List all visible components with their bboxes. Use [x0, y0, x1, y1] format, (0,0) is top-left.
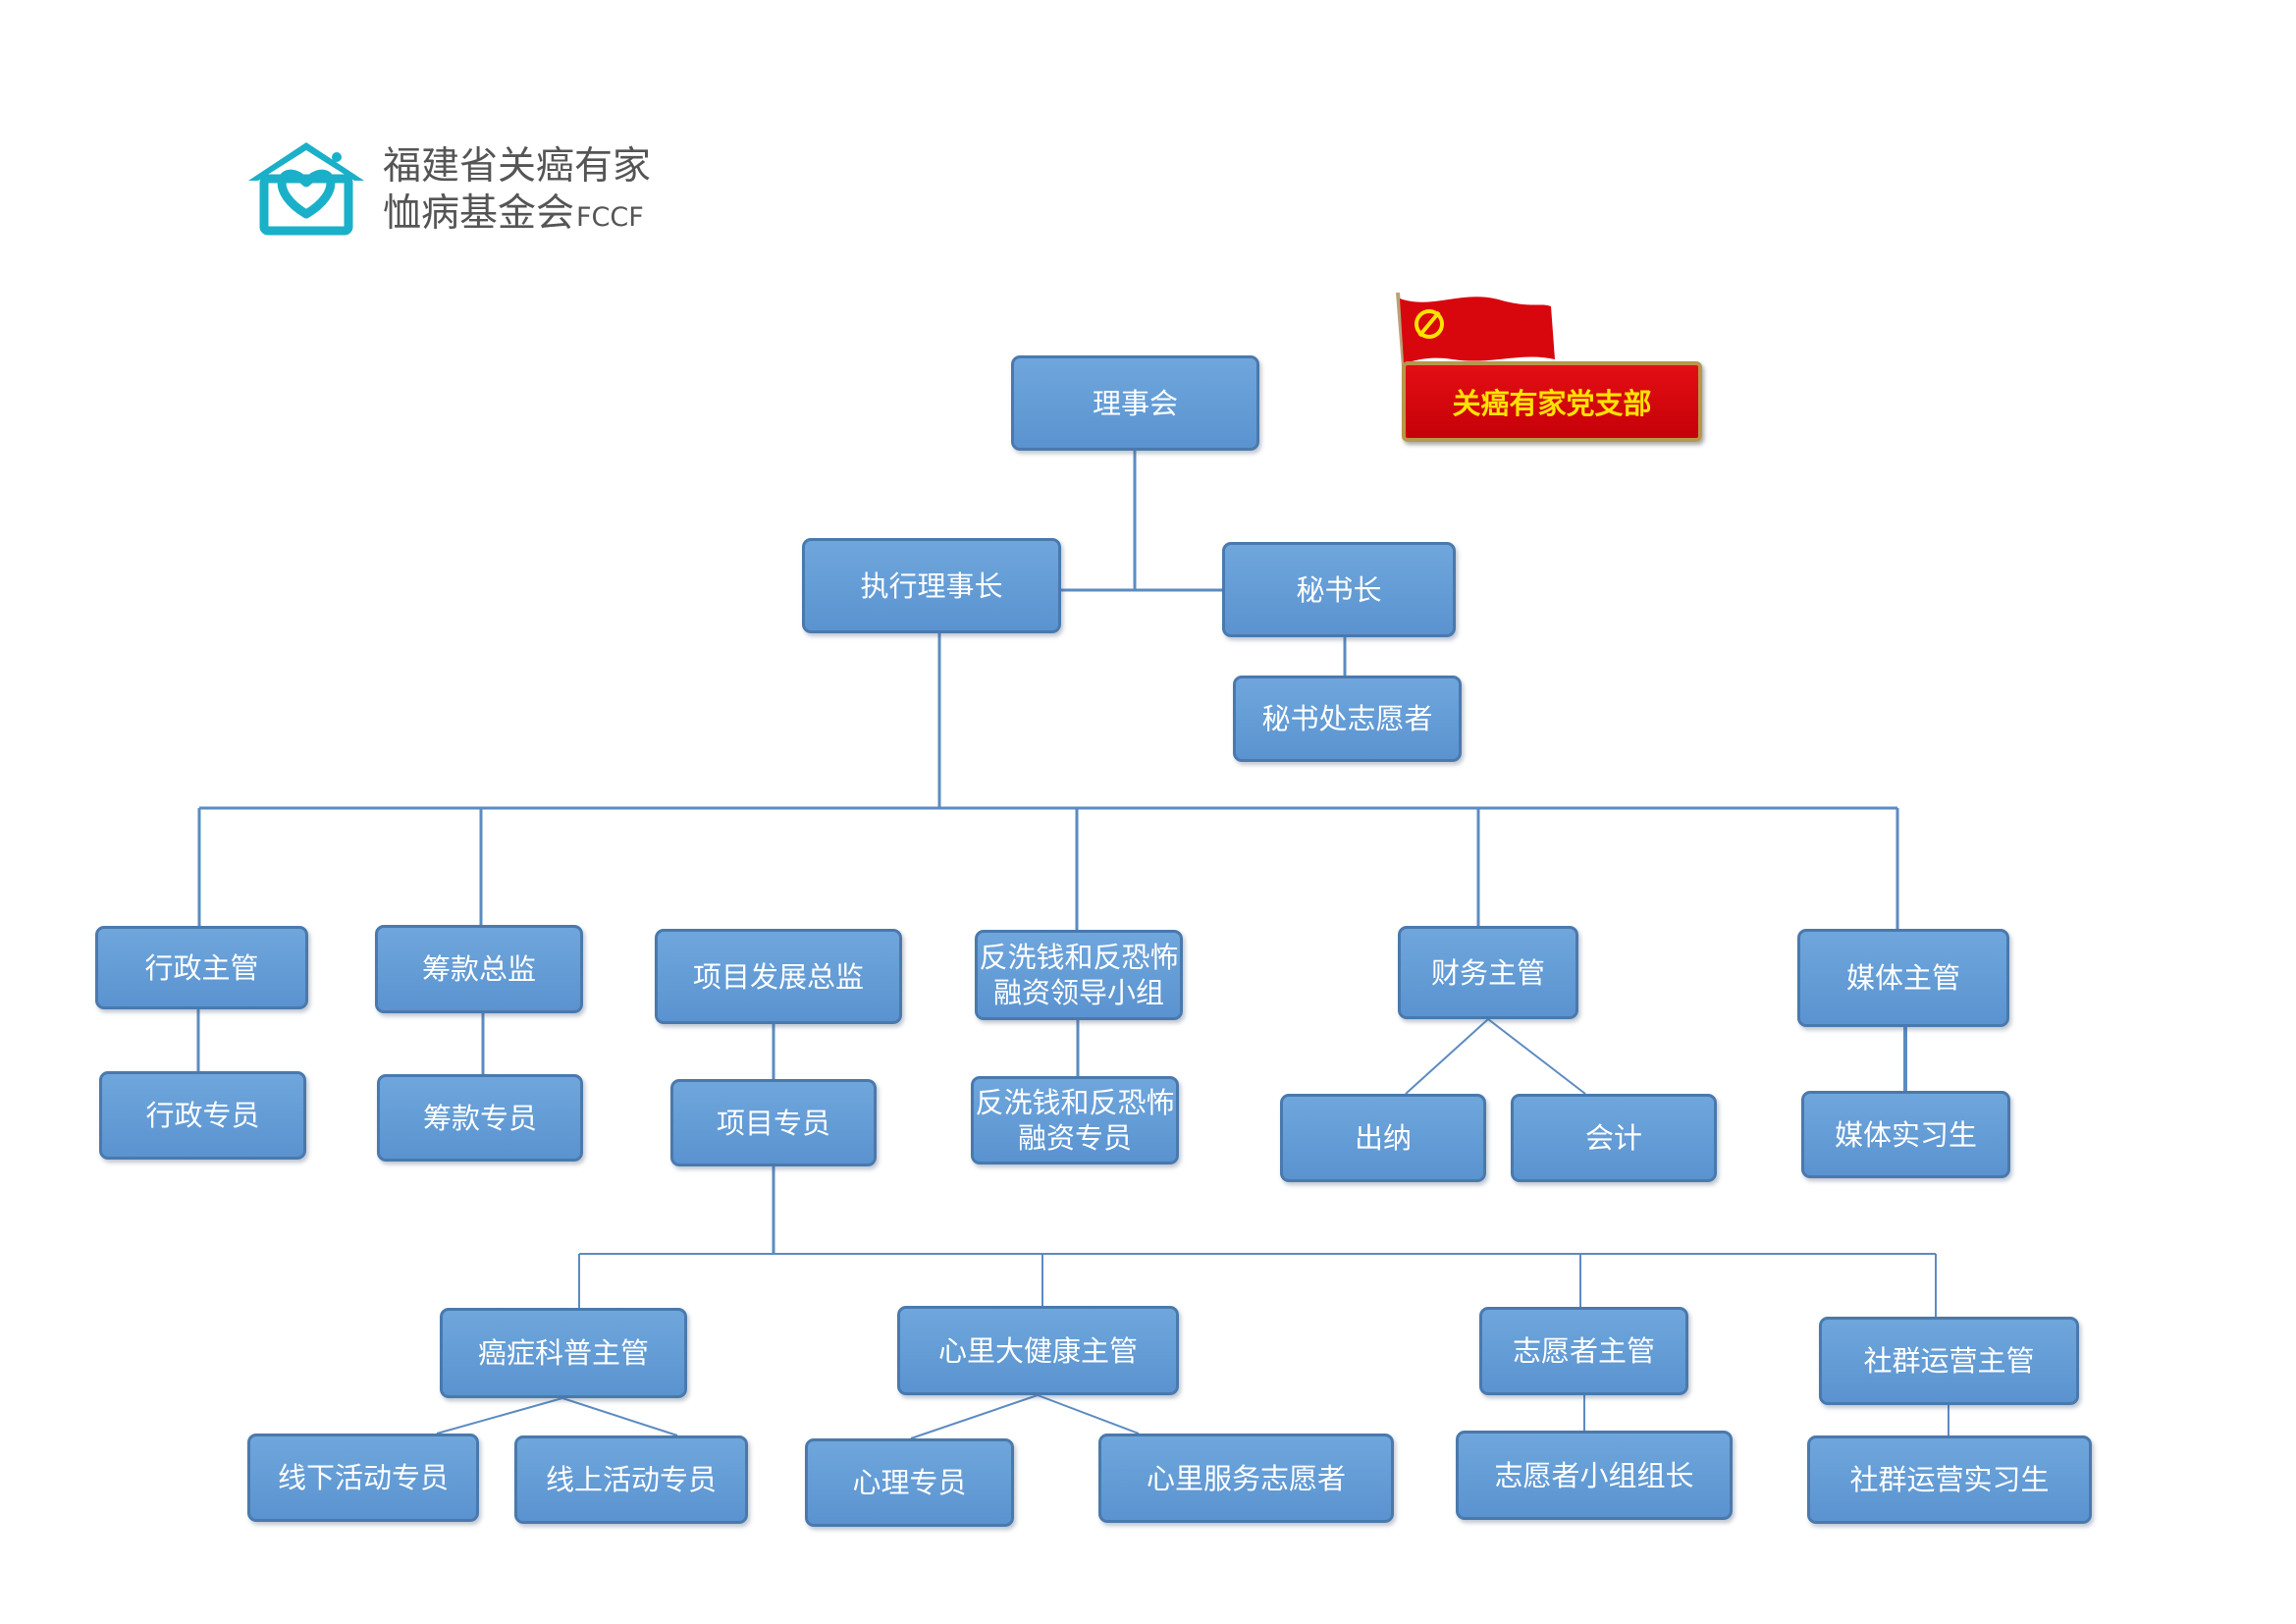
node-finance-manager[interactable]: 财务主管 — [1398, 926, 1578, 1019]
node-fundraising-specialist[interactable]: 筹款专员 — [377, 1074, 583, 1162]
node-offline-specialist[interactable]: 线下活动专员 — [247, 1434, 479, 1522]
house-heart-icon — [248, 142, 364, 236]
node-mental-service-volunteer[interactable]: 心里服务志愿者 — [1098, 1434, 1394, 1523]
node-fundraising-director[interactable]: 筹款总监 — [375, 925, 583, 1013]
logo-name-line2: 恤病基金会FCCF — [383, 190, 651, 242]
node-admin-specialist[interactable]: 行政专员 — [99, 1071, 306, 1160]
node-cashier[interactable]: 出纳 — [1280, 1094, 1486, 1182]
party-branch-label: 关癌有家党支部 — [1402, 361, 1702, 442]
node-secretariat-volunteer[interactable]: 秘书处志愿者 — [1233, 676, 1462, 762]
logo-text: 福建省关癌有家 恤病基金会FCCF — [383, 143, 651, 242]
logo-name-line2-text: 恤病基金会 — [383, 191, 575, 236]
logo-abbr: FCCF — [576, 202, 644, 233]
node-psychology-specialist[interactable]: 心理专员 — [805, 1438, 1014, 1527]
party-flag-icon — [1396, 292, 1555, 368]
connector-line — [1487, 1018, 1586, 1095]
node-volunteer-group-leader[interactable]: 志愿者小组组长 — [1456, 1431, 1733, 1520]
node-aml-group[interactable]: 反洗钱和反恐怖 融资领导小组 — [975, 930, 1183, 1020]
node-accountant[interactable]: 会计 — [1511, 1094, 1717, 1182]
node-secretary-general[interactable]: 秘书长 — [1222, 542, 1456, 637]
node-media-intern[interactable]: 媒体实习生 — [1801, 1091, 2010, 1178]
node-project-director[interactable]: 项目发展总监 — [655, 929, 902, 1024]
logo-name-line1: 福建省关癌有家 — [383, 144, 652, 189]
node-admin-manager[interactable]: 行政主管 — [95, 926, 308, 1009]
node-aml-specialist[interactable]: 反洗钱和反恐怖 融资专员 — [971, 1076, 1179, 1164]
node-volunteer-manager[interactable]: 志愿者主管 — [1479, 1307, 1688, 1395]
node-community-manager[interactable]: 社群运营主管 — [1819, 1317, 2079, 1405]
node-community-intern[interactable]: 社群运营实习生 — [1807, 1435, 2092, 1524]
party-branch-badge: 关癌有家党支部 — [1394, 291, 1713, 453]
node-project-specialist[interactable]: 项目专员 — [670, 1079, 877, 1166]
node-executive-chair[interactable]: 执行理事长 — [802, 538, 1061, 633]
connector-line — [1037, 1394, 1140, 1435]
node-mental-health-manager[interactable]: 心里大健康主管 — [897, 1306, 1179, 1395]
node-cancer-education-manager[interactable]: 癌症科普主管 — [440, 1308, 687, 1398]
connector-line — [910, 1394, 1039, 1439]
connector-line — [561, 1397, 678, 1436]
node-online-specialist[interactable]: 线上活动专员 — [514, 1435, 748, 1524]
node-media-manager[interactable]: 媒体主管 — [1797, 929, 2009, 1027]
connector-line — [436, 1397, 563, 1435]
node-board[interactable]: 理事会 — [1011, 355, 1259, 451]
foundation-logo: 福建省关癌有家 恤病基金会FCCF — [240, 137, 663, 245]
connector-line — [1405, 1018, 1489, 1095]
